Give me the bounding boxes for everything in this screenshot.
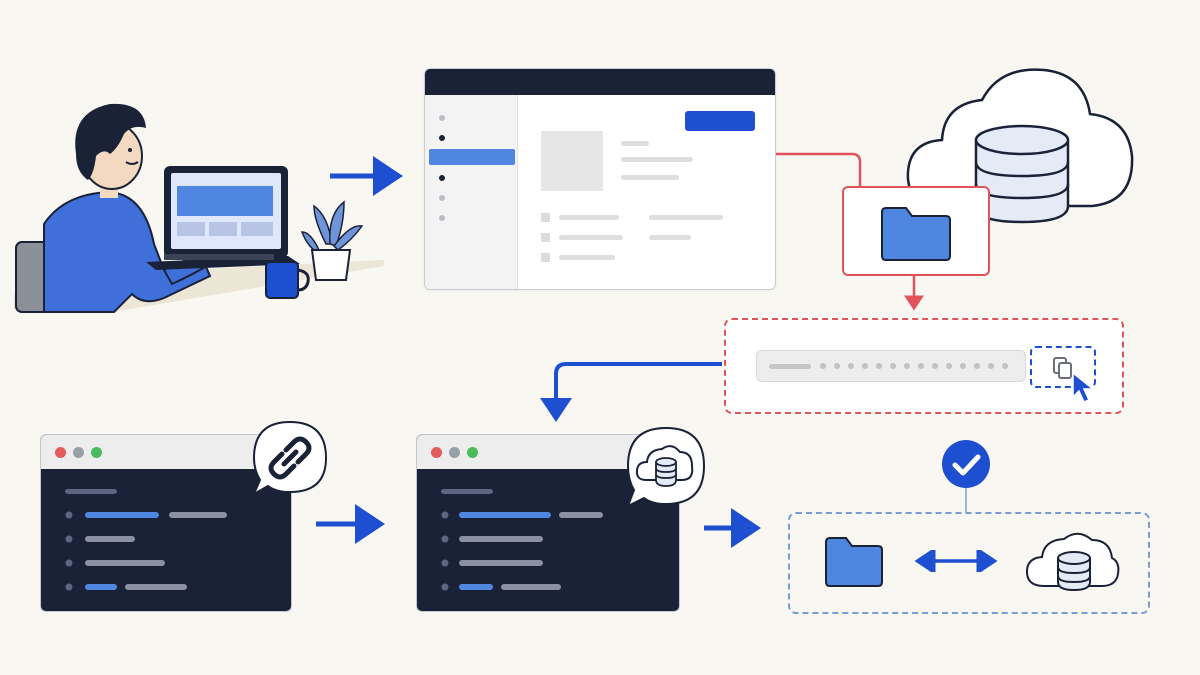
folder-icon: [825, 537, 883, 587]
bidirectional-arrow-icon: [914, 550, 998, 572]
console-line: [621, 175, 679, 180]
window-close-control[interactable]: [55, 447, 66, 458]
path-field[interactable]: [756, 350, 1026, 382]
terminal-lines: [441, 489, 603, 591]
window-minimize-control[interactable]: [73, 447, 84, 458]
sidebar-item[interactable]: [439, 215, 445, 221]
console-line: [621, 141, 649, 146]
sidebar-item-active[interactable]: [429, 149, 515, 165]
console-sidebar: [425, 95, 518, 289]
sidebar-item[interactable]: [439, 115, 445, 121]
link-icon: [268, 436, 312, 480]
window-maximize-control[interactable]: [467, 447, 478, 458]
window-maximize-control[interactable]: [91, 447, 102, 458]
console-list-row[interactable]: [541, 233, 761, 243]
sidebar-item[interactable]: [439, 175, 445, 181]
console-thumbnail: [541, 131, 603, 191]
folder-icon: [881, 207, 951, 261]
console-titlebar: [425, 69, 775, 95]
console-line: [621, 157, 693, 162]
console-list-row[interactable]: [541, 253, 761, 263]
window-close-control[interactable]: [431, 447, 442, 458]
terminal-lines: [65, 489, 227, 591]
copy-icon: [1053, 357, 1072, 379]
window-minimize-control[interactable]: [449, 447, 460, 458]
cloud-database-icon: [1025, 532, 1120, 592]
cloud-storage-bubble: [626, 426, 706, 508]
console-list-row[interactable]: [541, 213, 761, 223]
checkmark-icon: [942, 440, 990, 488]
cloud-database-icon: [635, 445, 694, 487]
blue-arrow-path-to-terminal: [540, 362, 722, 422]
console-primary-button[interactable]: [685, 111, 755, 131]
cloud-database-icon: [906, 68, 1134, 224]
sidebar-item[interactable]: [439, 135, 445, 141]
terminal-window-link: [40, 434, 292, 612]
link-bubble: [251, 420, 328, 497]
selected-folder-highlight[interactable]: [842, 186, 990, 276]
sidebar-item[interactable]: [439, 195, 445, 201]
storage-web-console: [424, 68, 776, 290]
copy-button[interactable]: [1030, 346, 1096, 388]
person-at-laptop-icon: [14, 103, 384, 313]
copy-path-box: [724, 318, 1124, 414]
mouse-cursor-icon: [1072, 371, 1096, 403]
terminal-titlebar: [41, 435, 291, 469]
sync-result-box: [788, 512, 1150, 614]
